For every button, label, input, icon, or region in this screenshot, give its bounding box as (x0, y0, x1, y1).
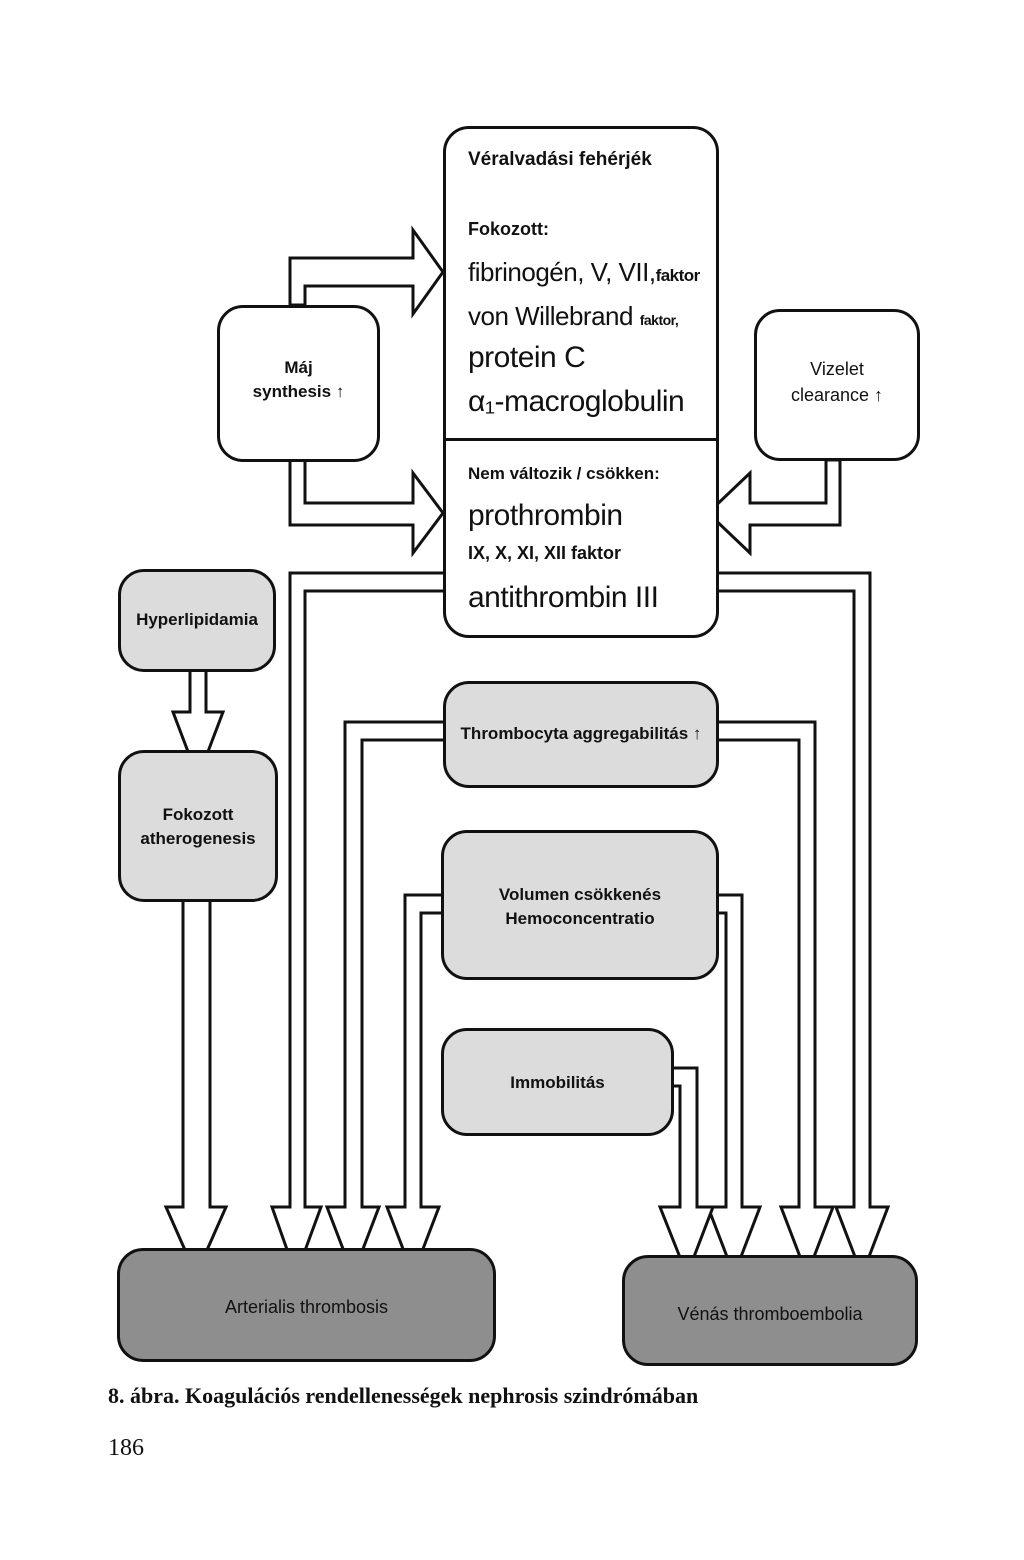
unchanged-item-1: prothrombin (468, 499, 623, 532)
arrow-coag-to-venous (710, 571, 891, 1280)
arrow-atherogenesis-to-arterial (163, 895, 229, 1279)
figure-caption: 8. ábra. Koagulációs rendellenességek ne… (108, 1383, 699, 1408)
venous-thromboembolism-label: Vénás thromboembolia (677, 1304, 863, 1324)
arterial-thrombosis-box: Arterialis thrombosis (117, 1248, 496, 1362)
hyperlipidemia-box: Hyperlipidamia (118, 569, 276, 672)
liver-synthesis-label: Máj synthesis ↑ (252, 358, 345, 401)
increased-item-1-suffix: faktor (655, 266, 701, 285)
atherogenesis-label: Fokozott atherogenesis (140, 805, 256, 848)
arrow-platelet-to-arterial (324, 720, 447, 1280)
hyperlipidemia-label: Hyperlipidamia (136, 610, 258, 629)
immobility-box: Immobilitás (441, 1028, 674, 1136)
urine-clearance-label: Vizelet clearance ↑ (790, 359, 884, 405)
platelet-aggregability-label: Thrombocyta aggregabilitás ↑ (460, 724, 702, 743)
urine-clearance-box: Vizelet clearance ↑ (754, 309, 920, 461)
arrow-volume-to-venous (705, 893, 763, 1280)
coagulation-proteins-box: Véralvadási fehérjék Fokozott: fibrinogé… (443, 126, 719, 638)
platelet-aggregability-box: Thrombocyta aggregabilitás ↑ (443, 681, 719, 788)
arrow-platelet-to-venous (710, 720, 836, 1280)
arrow-immobility-to-venous (657, 1066, 716, 1280)
unchanged-item-3: antithrombin III (468, 581, 659, 614)
increased-item-2-suffix: faktor, (639, 312, 679, 328)
arrow-liver-to-unchanged (288, 458, 445, 558)
increased-item-1-text: fibrinogén, V, VII, (468, 257, 656, 287)
immobility-label: Immobilitás (510, 1073, 605, 1092)
increased-item-4: α₁-macroglobulin (468, 385, 685, 418)
unchanged-label: Nem változik / csökken: (468, 464, 660, 483)
arrow-hyperlipidemia-to-atherogenesis (170, 666, 226, 783)
arterial-thrombosis-label: Arterialis thrombosis (224, 1297, 389, 1317)
page-number: 186 (108, 1435, 144, 1461)
arrow-urine-to-unchanged (705, 458, 842, 557)
coag-divider (446, 438, 716, 441)
unchanged-item-2: IX, X, XI, XII faktor (468, 543, 622, 563)
volume-decrease-box: Volumen csökkenés Hemoconcentratio (441, 830, 719, 980)
arrow-volume-to-arterial (384, 893, 447, 1280)
coagulation-title: Véralvadási fehérjék (468, 149, 652, 170)
arrow-coag-to-arterial (269, 571, 447, 1280)
atherogenesis-box: Fokozott atherogenesis (118, 750, 278, 902)
increased-label: Fokozott: (468, 219, 549, 239)
volume-decrease-label: Volumen csökkenés Hemoconcentratio (498, 885, 662, 928)
increased-item-2-text: von Willebrand (468, 301, 633, 331)
increased-item-1: fibrinogén, V, VII,faktor (468, 257, 700, 288)
increased-item-2: von Willebrand faktor, (468, 301, 679, 332)
venous-thromboembolism-box: Vénás thromboembolia (622, 1255, 918, 1366)
liver-synthesis-box: Máj synthesis ↑ (217, 305, 380, 462)
arrow-liver-to-increased (288, 225, 445, 319)
increased-item-3: protein C (468, 341, 586, 374)
